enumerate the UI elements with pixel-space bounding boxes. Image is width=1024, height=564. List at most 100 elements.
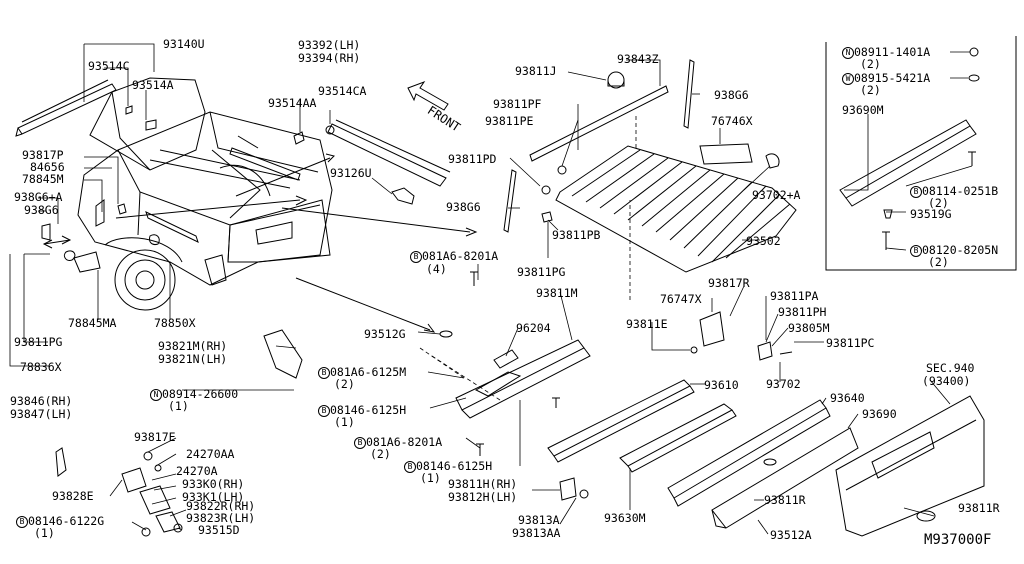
- nut-prefix-icon: N: [150, 388, 162, 401]
- leader-lines: [9, 43, 973, 535]
- part-label-93811R-right: 93811R: [958, 501, 1000, 515]
- part-label-93811J: 93811J: [515, 64, 557, 78]
- part-label-78836X: 78836X: [20, 360, 62, 374]
- part-label-93515D: 93515D: [198, 523, 240, 537]
- part-qty-081A6-8201A-top: (4): [426, 262, 447, 276]
- part-label-93811PF: 93811PF: [493, 97, 542, 111]
- bolt-prefix-icon: B: [910, 244, 922, 257]
- part-qty-08914-26600: (1): [168, 399, 189, 413]
- part-label-93817R: 93817R: [708, 276, 750, 290]
- dashed-lines: [419, 116, 637, 401]
- part-label-93811E: 93811E: [626, 317, 668, 331]
- part-label-93702: 93702: [766, 377, 801, 391]
- part-label-93514CA: 93514CA: [318, 84, 367, 98]
- part-label-93805M: 93805M: [788, 321, 830, 335]
- part-qty-08911-1401A: (2): [860, 57, 881, 71]
- washer-prefix-icon: W: [842, 72, 854, 85]
- part-label-93811PC: 93811PC: [826, 336, 875, 350]
- part-label-93822R: 93822R(RH): [186, 499, 256, 513]
- part-qty-08146-6122G: (1): [34, 526, 55, 540]
- part-label-933K0: 933K0(RH): [182, 477, 245, 491]
- part-label-76746X: 76746X: [711, 114, 753, 128]
- part-label-93813A: 93813A: [518, 513, 560, 527]
- part-label-93690M: 93690M: [842, 103, 884, 117]
- part-label-93392: 93392(LH): [298, 38, 361, 52]
- direction-arrows: [42, 135, 478, 333]
- part-label-938G6-right: 938G6: [714, 88, 749, 102]
- bolt-prefix-icon: B: [410, 250, 422, 263]
- part-label-93821N: 93821N(LH): [158, 352, 228, 366]
- part-label-93514AA: 93514AA: [268, 96, 317, 110]
- part-label-84656: 84656: [30, 160, 65, 174]
- part-label-76747X: 76747X: [660, 292, 702, 306]
- part-qty-081A6-8201A-bottom: (2): [370, 447, 391, 461]
- part-label-78850X: 78850X: [154, 316, 196, 330]
- part-label-93811PD: 93811PD: [448, 152, 497, 166]
- part-label-938G6: 938G6: [24, 203, 59, 217]
- part-label-78845MA: 78845MA: [68, 316, 117, 330]
- part-label-93519G: 93519G: [910, 207, 952, 221]
- part-label-93813AA: 93813AA: [512, 526, 561, 540]
- part-label-93690: 93690: [862, 407, 897, 421]
- part-label-93512G: 93512G: [364, 327, 406, 341]
- truck-bed-illustration: [15, 77, 451, 311]
- part-label-93811PH: 93811PH: [778, 305, 827, 319]
- front-arrow: [407, 80, 449, 111]
- part-label-24270AA: 24270AA: [186, 447, 235, 461]
- bed-floor-panel: [503, 59, 797, 273]
- part-label-93512A: 93512A: [770, 528, 812, 542]
- bolt-prefix-icon: B: [318, 404, 330, 417]
- part-label-938G6A: 938G6+A: [14, 190, 63, 204]
- part-label-93811H: 93811H(RH): [448, 477, 518, 491]
- part-label-93847: 93847(LH): [10, 407, 73, 421]
- part-label-93610: 93610: [704, 378, 739, 392]
- diagram-code: M937000F: [924, 532, 992, 548]
- part-label-93394: 93394(RH): [298, 51, 361, 65]
- part-label-24270A: 24270A: [176, 464, 218, 478]
- bolt-prefix-icon: B: [16, 515, 28, 528]
- part-qty-08114-0251B: (2): [928, 196, 949, 210]
- part-label-93811M: 93811M: [536, 286, 578, 300]
- part-label-93126U: 93126U: [330, 166, 372, 180]
- bolt-prefix-icon: B: [318, 366, 330, 379]
- floor-crossmembers: [263, 271, 985, 537]
- part-label-93514C: 93514C: [88, 59, 130, 73]
- bolt-prefix-icon: B: [910, 185, 922, 198]
- part-label-93640: 93640: [830, 391, 865, 405]
- nut-prefix-icon: N: [842, 46, 854, 59]
- bolt-prefix-icon: B: [354, 436, 366, 449]
- part-label-96204: 96204: [516, 321, 551, 335]
- part-qty-08146-6125H-top: (1): [334, 415, 355, 429]
- part-label-93811R-center: 93811R: [764, 493, 806, 507]
- part-label-78845M: 78845M: [22, 172, 64, 186]
- part-label-93630M: 93630M: [604, 511, 646, 525]
- tailgate-lock-parts: [55, 447, 183, 537]
- part-qty-08120-8205N: (2): [928, 255, 949, 269]
- part-label-93702A: 93702+A: [752, 188, 801, 202]
- part-label-938G6-center: 938G6: [446, 200, 481, 214]
- part-label-93817E: 93817E: [134, 430, 176, 444]
- part-label-933K1: 933K1(LH): [182, 490, 245, 504]
- part-qty-08146-6125H-bottom: (1): [420, 471, 441, 485]
- part-label-93812H: 93812H(LH): [448, 490, 518, 504]
- part-label-93811PA: 93811PA: [770, 289, 819, 303]
- part-label-93514A: 93514A: [132, 78, 174, 92]
- part-label-93811PE: 93811PE: [485, 114, 534, 128]
- part-label-93846: 93846(RH): [10, 394, 73, 408]
- part-label-93821M: 93821M(RH): [158, 339, 228, 353]
- part-label-93817P: 93817P: [22, 148, 64, 162]
- part-qty-081A6-6125M: (2): [334, 377, 355, 391]
- part-label-93140U: 93140U: [163, 37, 205, 51]
- part-label-93828E: 93828E: [52, 489, 94, 503]
